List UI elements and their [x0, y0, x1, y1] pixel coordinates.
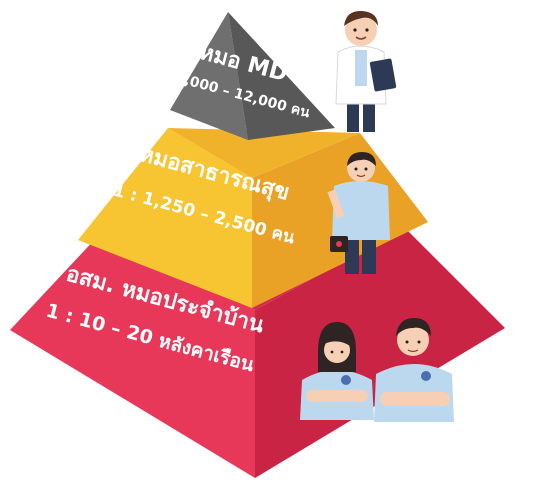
- village-volunteer-woman-illustration: [300, 322, 374, 420]
- tier-middle-front: [78, 128, 252, 308]
- tier-bottom-front: [10, 236, 255, 478]
- village-volunteer-man-illustration: [374, 318, 454, 422]
- public-health-officer-illustration: [327, 152, 390, 274]
- tier-top: [170, 12, 335, 140]
- tier-top-side: [228, 12, 335, 140]
- doctor-illustration: [335, 10, 397, 132]
- tier-top-front: [170, 12, 248, 140]
- tier-middle-top: [168, 128, 360, 178]
